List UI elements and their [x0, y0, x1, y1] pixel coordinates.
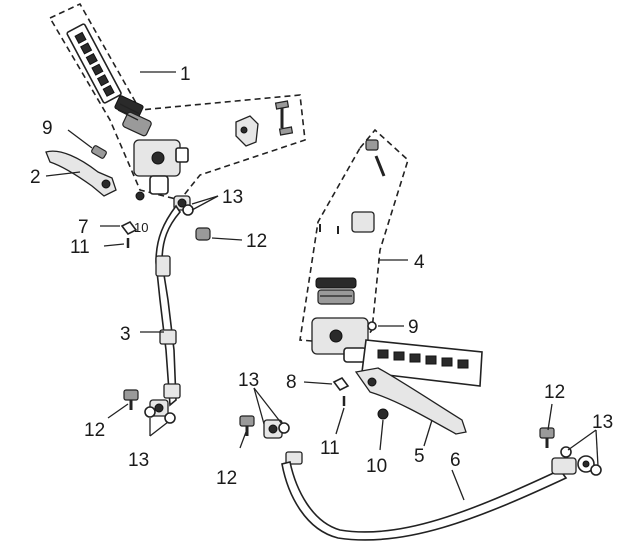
- left-master-cylinder-group: [49, 2, 306, 201]
- right-handlebar-strip: [361, 339, 483, 387]
- assembly-4-outline: [299, 128, 409, 346]
- callout-13-left: 13: [128, 450, 149, 471]
- left-clamp-and-bolts: [235, 100, 294, 147]
- callout-12-bottom: 12: [216, 468, 237, 489]
- left-banjo-fittings: [173, 195, 211, 241]
- callout-3: 3: [120, 324, 131, 345]
- callout-labels: 1 2 3 4 5 6 7 8 9 9 10 10 11 11 12 12 12…: [30, 64, 613, 489]
- callout-11-left: 11: [70, 237, 90, 258]
- callout-11-right: 11: [320, 438, 340, 459]
- assembly-1-outline: [49, 2, 306, 201]
- callout-13-top: 13: [222, 187, 243, 208]
- callout-9-right: 9: [408, 317, 419, 338]
- callout-2: 2: [30, 167, 41, 188]
- left-master-cylinder-body: [133, 139, 189, 195]
- callout-1: 1: [180, 64, 191, 85]
- leader-lines: [45, 71, 599, 501]
- callout-13-right: 13: [592, 412, 613, 433]
- callout-10-right: 10: [366, 456, 387, 477]
- callout-12-right: 12: [544, 382, 565, 403]
- right-master-cylinder-group: [299, 128, 483, 387]
- left-reservoir-cap: [114, 95, 152, 137]
- left-brake-hose: [123, 204, 182, 424]
- callout-12-top: 12: [246, 231, 267, 252]
- callout-12-left: 12: [84, 420, 105, 441]
- callout-9-left: 9: [42, 118, 53, 139]
- left-brake-lever: [45, 150, 117, 197]
- right-small-parts: [332, 321, 389, 420]
- left-small-parts: [91, 145, 145, 248]
- callout-13-middle: 13: [238, 370, 259, 391]
- callout-10-left: 10: [134, 220, 148, 235]
- callout-4: 4: [414, 252, 425, 273]
- callout-5: 5: [414, 446, 425, 467]
- right-brake-lever: [354, 367, 467, 435]
- left-handlebar-strip: [66, 23, 122, 104]
- callout-7: 7: [78, 217, 89, 238]
- lower-brake-hose: [239, 415, 602, 541]
- callout-6: 6: [450, 450, 461, 471]
- callout-8: 8: [286, 372, 297, 393]
